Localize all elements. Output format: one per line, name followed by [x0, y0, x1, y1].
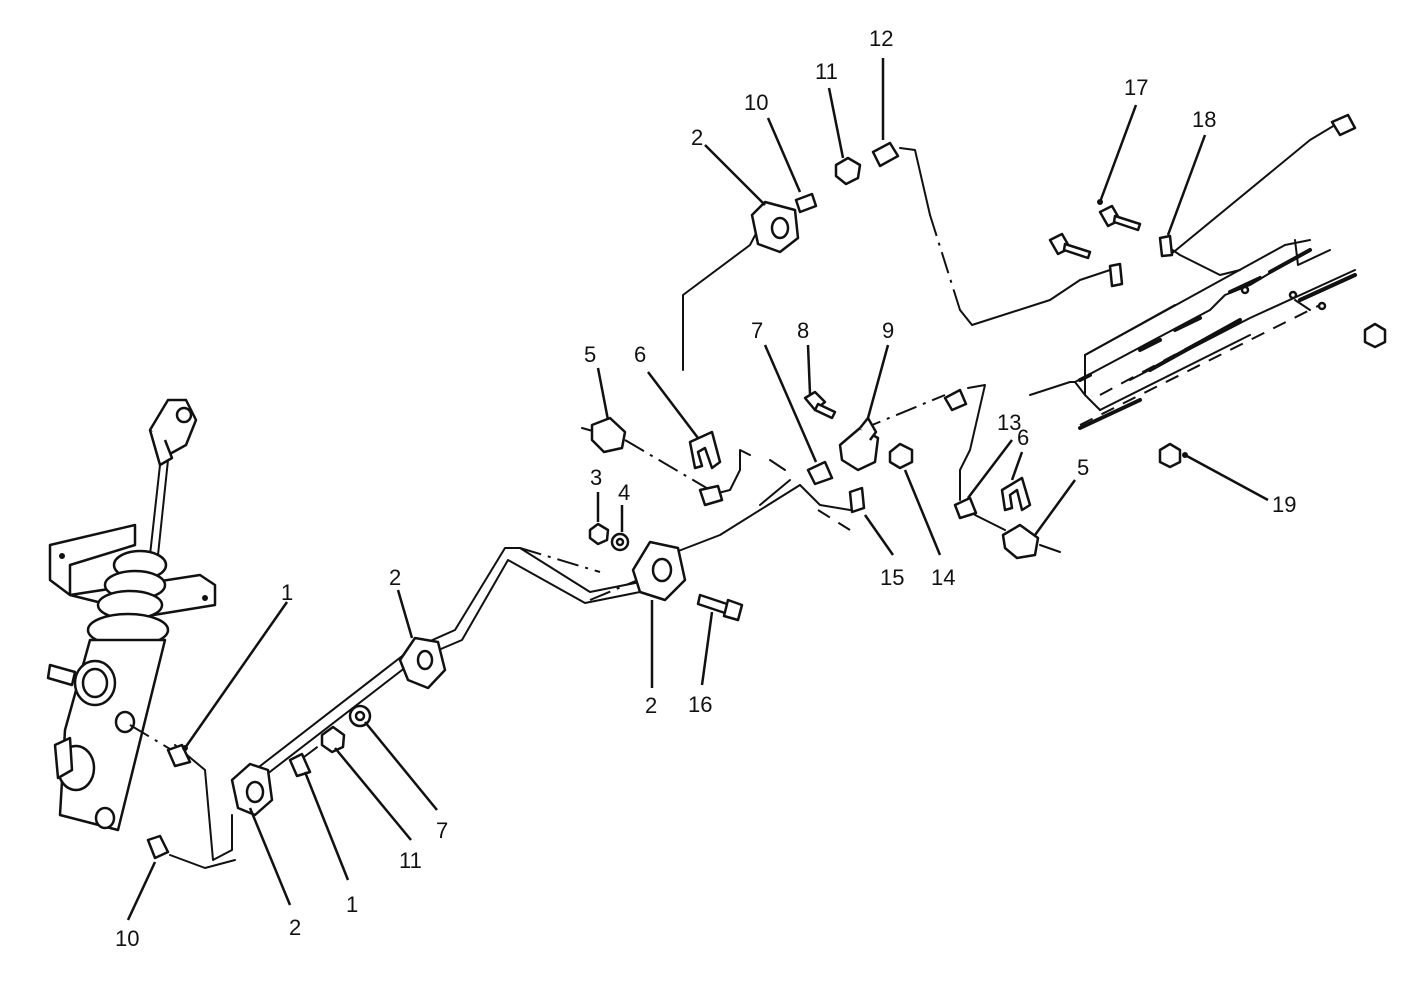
callout-19: 19: [1272, 492, 1296, 517]
callout-9: 9: [882, 318, 894, 343]
callout-10: 10: [115, 926, 139, 951]
callout-16: 16: [688, 692, 712, 717]
callout-4: 4: [618, 480, 630, 505]
callout-leaders: [126, 58, 1269, 921]
callout-3: 3: [590, 465, 602, 490]
callout-18: 18: [1192, 107, 1216, 132]
callout-14: 14: [931, 565, 955, 590]
callout-13: 13: [997, 410, 1021, 435]
callout-5: 5: [1077, 455, 1089, 480]
callout-17: 17: [1124, 75, 1148, 100]
callout-11: 11: [399, 848, 422, 873]
callout-6: 6: [634, 342, 646, 367]
callout-1: 1: [346, 892, 358, 917]
callout-1: 1: [281, 580, 293, 605]
callout-2: 2: [289, 915, 301, 940]
callout-7: 7: [751, 318, 763, 343]
hardware: [146, 113, 1387, 860]
master-cylinder: [46, 398, 217, 832]
callout-6: 6: [1017, 425, 1029, 450]
callout-10: 10: [744, 90, 768, 115]
callout-7: 7: [436, 818, 448, 843]
brake-pipes: [129, 124, 1336, 869]
callout-15: 15: [880, 565, 904, 590]
callout-2: 2: [691, 125, 703, 150]
callout-2: 2: [645, 693, 657, 718]
callout-8: 8: [797, 318, 809, 343]
callout-5: 5: [584, 342, 596, 367]
callout-11: 11: [815, 59, 838, 84]
callout-2: 2: [389, 565, 401, 590]
callout-12: 12: [869, 26, 893, 51]
callout-labels: 1 1 2 2 2 2 3 4 5 5 6 6 7 7 8 9 10 10 11…: [115, 26, 1296, 951]
frame-rail: [1029, 239, 1357, 430]
